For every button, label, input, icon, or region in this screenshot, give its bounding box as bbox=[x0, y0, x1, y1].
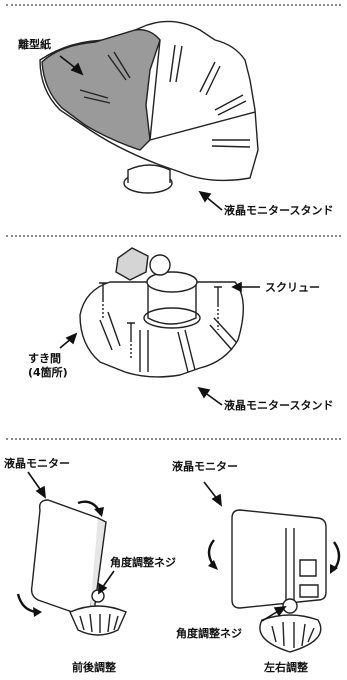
right-monitor-rail bbox=[285, 528, 295, 600]
gap-arrowhead bbox=[65, 332, 78, 345]
petal-pad bbox=[79, 281, 244, 378]
left-monitor-arrowhead bbox=[35, 485, 46, 499]
screw bbox=[127, 322, 135, 340]
petal-slot bbox=[99, 311, 121, 351]
right-monitor-label: 液晶モニター bbox=[172, 460, 238, 473]
swivel-arrowhead-right bbox=[330, 564, 338, 574]
divider-middle-1 bbox=[6, 235, 341, 237]
stand-stem bbox=[147, 285, 197, 325]
release-paper-arrowhead bbox=[70, 62, 84, 76]
stand-neck bbox=[127, 164, 171, 183]
left-stand-pad bbox=[69, 605, 127, 636]
pad-slot bbox=[169, 44, 183, 83]
screw-arrowhead bbox=[231, 281, 242, 293]
screw-label: スクリュー bbox=[265, 281, 320, 294]
right-knob-arrowhead bbox=[273, 606, 287, 617]
right-stand-slots bbox=[271, 621, 315, 648]
swivel-arrow-right bbox=[333, 541, 341, 571]
right-monitor-body bbox=[231, 509, 327, 609]
screw bbox=[99, 282, 107, 300]
left-knob-arrowhead bbox=[98, 582, 108, 595]
release-paper bbox=[41, 29, 161, 151]
stand-label-panel2: 液晶モニタースタンド bbox=[224, 399, 334, 412]
petal-slot bbox=[139, 330, 149, 372]
stand-arrowhead-2 bbox=[197, 386, 211, 399]
screw bbox=[214, 286, 222, 305]
divider-middle-2 bbox=[6, 438, 341, 440]
stem-top bbox=[146, 271, 198, 293]
pad-slot bbox=[214, 94, 247, 116]
ball-joint bbox=[149, 254, 171, 276]
angle-knob bbox=[115, 247, 149, 281]
tilt-arrowhead-top bbox=[94, 507, 104, 517]
front-back-adjust-caption: 前後調整 bbox=[72, 661, 116, 674]
screw-guide bbox=[102, 300, 219, 360]
tilt-arrowhead-bottom bbox=[33, 607, 42, 617]
stand-arrowhead-1 bbox=[198, 190, 212, 203]
right-knob-label: 角度調整ネジ bbox=[176, 627, 242, 640]
left-monitor-label: 液晶モニター bbox=[4, 457, 70, 470]
right-monitor-plate bbox=[299, 559, 319, 598]
left-knob-label: 角度調整ネジ bbox=[110, 556, 176, 569]
petal-slot bbox=[177, 329, 196, 373]
stem-base-ring bbox=[143, 307, 201, 329]
right-monitor-arrowhead bbox=[211, 493, 222, 507]
pad-slot bbox=[211, 139, 251, 148]
gap-label-line1: すき間 bbox=[28, 352, 61, 365]
left-right-adjust-caption: 左右調整 bbox=[264, 661, 308, 674]
divider-top bbox=[6, 4, 341, 6]
left-stand-slots bbox=[79, 613, 119, 633]
swivel-arrowhead-left bbox=[208, 560, 218, 570]
stand-label-panel1: 液晶モニタースタンド bbox=[224, 204, 334, 217]
pad-slot bbox=[79, 89, 111, 104]
right-ball-joint bbox=[282, 598, 298, 614]
gap-label-line2: (4箇所) bbox=[28, 366, 68, 379]
left-ball-joint bbox=[91, 589, 105, 603]
pad-slot bbox=[107, 51, 131, 81]
pad-slot bbox=[199, 61, 221, 96]
pad-crease bbox=[149, 39, 256, 141]
left-knob-arrow bbox=[101, 570, 115, 589]
release-paper-label: 離型紙 bbox=[18, 38, 51, 51]
